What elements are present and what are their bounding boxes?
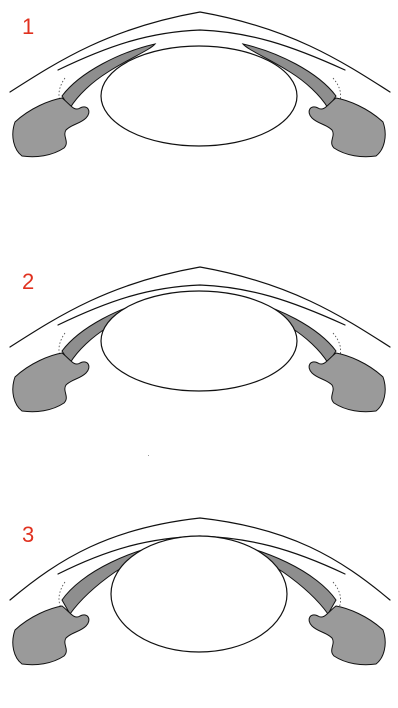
stray-dot [148, 455, 149, 456]
ciliary-body-right [309, 606, 385, 665]
ciliary-body-left [13, 98, 89, 157]
lens [101, 46, 297, 146]
ciliary-body-left [13, 353, 89, 412]
lens [101, 291, 297, 391]
eye-diagram-2 [0, 255, 398, 455]
panel-2: 2 [0, 255, 398, 455]
ciliary-body-right [309, 353, 385, 412]
eye-diagram-3 [0, 508, 398, 708]
eye-diagram-1 [0, 0, 398, 200]
panel-3: 3 [0, 508, 398, 708]
panel-1: 1 [0, 0, 398, 200]
ciliary-body-right [309, 98, 385, 157]
ciliary-body-left [13, 606, 89, 665]
lens [111, 536, 287, 652]
